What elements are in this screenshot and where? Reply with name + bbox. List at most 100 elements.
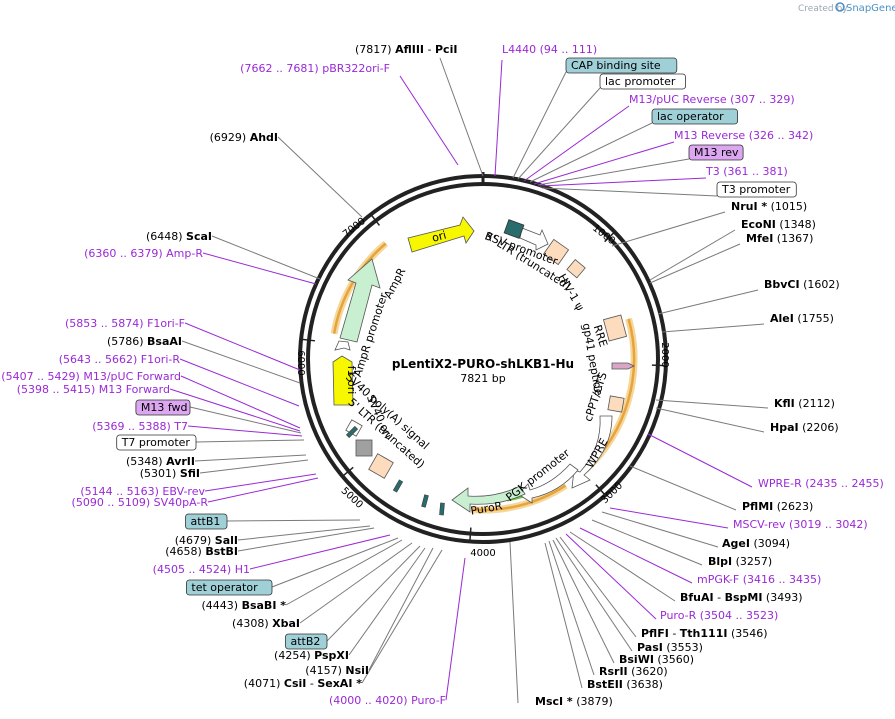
site-label-group[interactable]: (6929) AhdI: [210, 131, 278, 144]
site-label-group[interactable]: (5398 .. 5415) M13 Forward: [17, 383, 170, 396]
site-label-group[interactable]: MSCV-rev (3019 .. 3042): [733, 518, 868, 531]
site-label-group[interactable]: PasI (3553): [637, 641, 703, 654]
label-part: (5407 .. 5429): [1, 370, 83, 383]
site-label-group[interactable]: (5853 .. 5874) F1ori-F: [65, 317, 185, 330]
site-label-group[interactable]: (5348) AvrII: [126, 455, 195, 468]
site-label-group[interactable]: M13 rev: [688, 144, 744, 161]
site-leader-line: [184, 322, 301, 371]
feature-box: [651, 108, 738, 125]
label-part: (3094): [750, 537, 790, 550]
site-label-group[interactable]: (4658) BstBI: [165, 545, 238, 558]
site-label-group[interactable]: (7817) AflIII - PciI: [355, 43, 457, 56]
site-label-group[interactable]: NruI * (1015): [731, 200, 807, 213]
label-part: Puro-R: [660, 609, 697, 622]
site-label-group[interactable]: BsiWI (3560): [619, 653, 694, 666]
site-label-group[interactable]: CAP binding site: [565, 57, 678, 74]
site-label-group[interactable]: HpaI (2206): [770, 421, 839, 434]
site-label-group[interactable]: MscI * (3879): [535, 695, 613, 708]
label-part: -: [306, 677, 317, 690]
site-label-group[interactable]: BlpI (3257): [708, 555, 772, 568]
primer-label: mPGK-F (3416 .. 3435): [697, 573, 821, 586]
site-leader-line: [277, 136, 363, 218]
primer-label: (4505 .. 4524) H1: [153, 563, 250, 576]
feature-box: [285, 633, 328, 650]
primer-label: (5144 .. 5163) EBV-rev: [80, 485, 205, 498]
site-leader-line: [529, 122, 653, 183]
label-part: (5090 .. 5109): [72, 496, 154, 509]
label-part: AflIII: [395, 43, 424, 56]
site-label-group[interactable]: M13 Reverse (326 .. 342): [674, 129, 813, 142]
site-label-group[interactable]: (4443) BsaBI *: [202, 599, 287, 612]
label-part: PflMI: [742, 500, 773, 513]
site-label-group[interactable]: PflMI (2623): [742, 500, 813, 513]
site-label-group[interactable]: (6448) ScaI: [146, 230, 212, 243]
site-label-group[interactable]: (5786) BsaAI: [107, 335, 182, 348]
site-label-group[interactable]: (4071) CsiI - SexAI *: [244, 677, 362, 690]
site-label-group[interactable]: PflFI - Tth111I (3546): [641, 627, 768, 640]
site-label-group[interactable]: (5369 .. 5388) T7: [92, 420, 188, 433]
bp-tick-mark: [342, 466, 354, 477]
feature-label: cPPT/CTS: [582, 371, 610, 424]
site-label-group[interactable]: attB1: [185, 513, 228, 530]
label-part: (3638): [623, 678, 663, 691]
site-label-group[interactable]: T7 promoter: [116, 434, 197, 451]
site-label-group[interactable]: (7662 .. 7681) pBR322ori-F: [240, 62, 390, 75]
site-label-group[interactable]: EcoNI (1348): [741, 218, 816, 231]
label-part: (6360 .. 6379): [84, 247, 166, 260]
site-label-group[interactable]: (5301) SfiI: [140, 467, 200, 480]
label-part: T7: [173, 420, 188, 433]
feature-label: AmpR: [381, 265, 408, 300]
site-label-group[interactable]: M13 fwd: [135, 399, 191, 416]
site-label-group[interactable]: (4157) NsiI: [305, 664, 369, 677]
site-leader-line: [611, 211, 726, 247]
site-label-group[interactable]: attB2: [285, 633, 328, 650]
site-label-group[interactable]: AleI (1755): [770, 312, 834, 325]
site-label-group[interactable]: (4254) PspXI: [274, 649, 349, 662]
primer-label: M13 Reverse (326 .. 342): [674, 129, 813, 142]
enzyme-site-label: (4658) BstBI: [165, 545, 238, 558]
label-part: (5853 .. 5874): [65, 317, 147, 330]
site-label-group[interactable]: Puro-R (3504 .. 3523): [660, 609, 778, 622]
site-label-group[interactable]: (5407 .. 5429) M13/pUC Forward: [1, 370, 181, 383]
site-label-group[interactable]: WPRE-R (2435 .. 2455): [758, 477, 884, 490]
site-leader-line: [180, 375, 301, 429]
site-leader-line: [226, 519, 361, 522]
site-label-group[interactable]: (5090 .. 5109) SV40pA-R: [72, 496, 209, 509]
site-label-group[interactable]: RsrII (3620): [599, 665, 668, 678]
bp-tick-label: 6000: [295, 350, 306, 375]
site-label-group[interactable]: M13/pUC Reverse (307 .. 329): [629, 93, 795, 106]
enzyme-site-label: (5348) AvrII: [126, 455, 195, 468]
site-label-group[interactable]: lac promoter: [599, 73, 686, 90]
site-label-group[interactable]: (5643 .. 5662) F1ori-R: [59, 353, 181, 366]
site-label-group[interactable]: BstEII (3638): [587, 678, 663, 691]
site-label-group[interactable]: AgeI (3094): [722, 537, 790, 550]
site-label-group[interactable]: MfeI (1367): [746, 232, 813, 245]
site-label-group[interactable]: L4440 (94 .. 111): [502, 43, 597, 56]
site-label-group[interactable]: lac operator: [651, 108, 738, 125]
label-part: RsrII: [599, 665, 628, 678]
rsv-promoter-feature: [519, 227, 549, 251]
site-label-group[interactable]: (4679) SalI: [175, 534, 238, 547]
site-label-group[interactable]: tet operator: [185, 579, 273, 596]
site-label-group[interactable]: (4505 .. 4524) H1: [153, 563, 250, 576]
sv40-ori-feature: [355, 439, 373, 457]
site-label-group[interactable]: T3 promoter: [716, 181, 797, 198]
bp-tick-label: 1000: [590, 223, 617, 247]
site-leader-line: [439, 57, 484, 177]
site-label-group[interactable]: KflI (2112): [774, 397, 835, 410]
site-label-group[interactable]: (4308) XbaI: [232, 617, 300, 630]
site-label-group[interactable]: BbvCI (1602): [764, 278, 840, 291]
label-part: (5786): [107, 335, 147, 348]
site-leader-line: [285, 539, 403, 606]
label-part: (5643 .. 5662): [59, 353, 141, 366]
site-label-group[interactable]: T3 (361 .. 381): [705, 165, 788, 178]
feature-label: f1 ori: [345, 366, 358, 395]
site-label-group[interactable]: mPGK-F (3416 .. 3435): [697, 573, 821, 586]
site-label-group[interactable]: (4000 .. 4020) Puro-F: [329, 694, 446, 707]
ltr-upper-feature: [542, 238, 570, 266]
label-part: (361 .. 381): [720, 165, 788, 178]
site-label-group[interactable]: BfuAI - BspMI (3493): [680, 591, 803, 604]
site-label-group[interactable]: (5144 .. 5163) EBV-rev: [80, 485, 205, 498]
enzyme-site-label: PflFI - Tth111I (3546): [641, 627, 768, 640]
site-label-group[interactable]: (6360 .. 6379) Amp-R: [84, 247, 203, 260]
